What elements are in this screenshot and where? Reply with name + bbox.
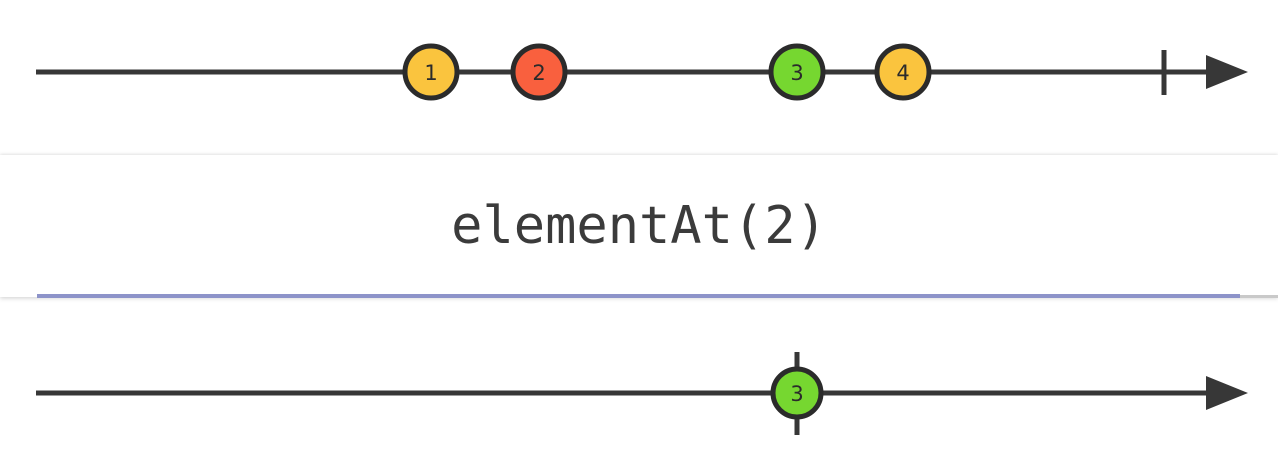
marble-value: 1 — [424, 61, 437, 85]
input-marble-3[interactable]: 3 — [768, 43, 826, 101]
marble-circle — [768, 43, 826, 101]
marble-circle — [874, 43, 932, 101]
marble-value: 3 — [790, 61, 803, 85]
marble-circle — [770, 366, 824, 420]
marble-circle — [510, 43, 568, 101]
operator-accent-underline — [37, 294, 1240, 298]
input-timeline-arrow-icon — [1206, 55, 1248, 89]
marble-value: 3 — [790, 382, 803, 406]
marble-value: 4 — [896, 61, 909, 85]
marble-circle — [402, 43, 460, 101]
operator-accent-underline-tail — [1240, 295, 1278, 298]
input-stream-timeline: 1 2 3 4 — [36, 43, 1248, 101]
output-timeline-arrow-icon — [1206, 376, 1248, 410]
input-marble-2[interactable]: 2 — [510, 43, 568, 101]
marble-value: 2 — [532, 61, 545, 85]
input-marble-1[interactable]: 1 — [402, 43, 460, 101]
operator-box: elementAt(2) — [0, 155, 1278, 297]
operator-label: elementAt(2) — [451, 196, 827, 256]
input-marble-4[interactable]: 4 — [874, 43, 932, 101]
output-stream-timeline: 3 — [36, 352, 1248, 435]
output-marble-3[interactable]: 3 — [770, 366, 824, 420]
